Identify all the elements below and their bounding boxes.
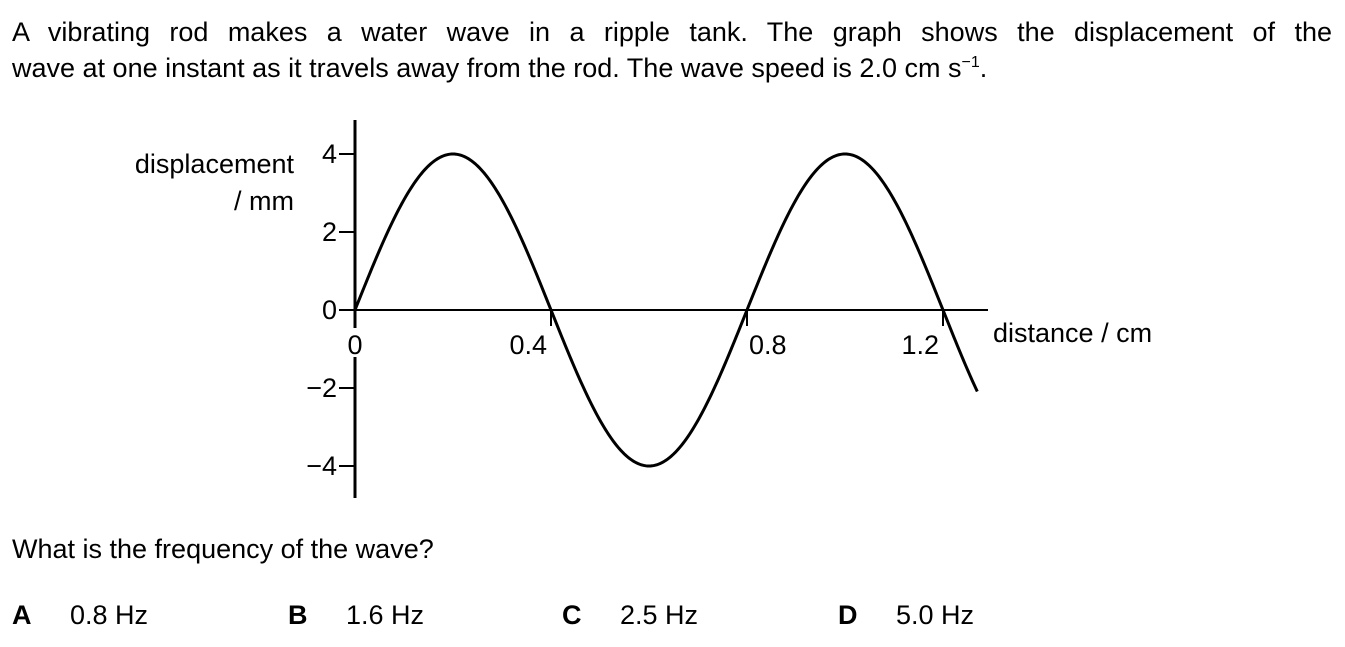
y-ticks: 4 2 0 −2 −4 <box>306 139 355 481</box>
question-stem-line-2-text: wave at one instant as it travels away f… <box>12 53 962 83</box>
option-d-text: 5.0 Hz <box>896 600 975 630</box>
x-tick-label: 0 <box>347 330 362 360</box>
y-axis-label-line-2: / mm <box>234 186 294 216</box>
option-b[interactable]: B 1.6 Hz <box>288 600 424 631</box>
option-d[interactable]: D 5.0 Hz <box>838 600 974 631</box>
option-a-text: 0.8 Hz <box>70 600 149 630</box>
x-ticks <box>354 310 944 326</box>
option-a-letter: A <box>12 600 32 630</box>
wave-series-line <box>353 152 979 468</box>
question-prompt: What is the frequency of the wave? <box>12 534 434 564</box>
y-tick-label: 4 <box>322 139 337 169</box>
question-stem-line-2-end: . <box>979 53 988 83</box>
y-tick-label: −4 <box>306 451 337 481</box>
x-tick-label: 1.2 <box>901 330 939 360</box>
x-tick-label: 0.4 <box>509 330 547 360</box>
option-c-letter: C <box>562 600 582 630</box>
option-c[interactable]: C 2.5 Hz <box>562 600 698 631</box>
option-b-letter: B <box>288 600 308 630</box>
x-axis-label: distance / cm <box>993 318 1152 348</box>
option-c-text: 2.5 Hz <box>620 600 699 630</box>
y-tick-label: 0 <box>322 295 337 325</box>
y-axis-label-line-1: displacement <box>135 149 295 179</box>
question-stem: A vibrating rod makes a water wave in a … <box>12 14 1332 86</box>
option-b-text: 1.6 Hz <box>346 600 425 630</box>
x-tick-label: 0.8 <box>749 330 787 360</box>
y-tick-label: −2 <box>306 373 337 403</box>
question-stem-line-2: wave at one instant as it travels away f… <box>12 50 1332 86</box>
x-tick-labels: 0 0.4 0.8 1.2 <box>347 330 939 360</box>
question-stem-line-1: A vibrating rod makes a water wave in a … <box>12 17 1332 47</box>
unit-exponent: −1 <box>961 54 980 71</box>
option-d-letter: D <box>838 600 858 630</box>
y-tick-label: 2 <box>322 217 337 247</box>
option-a[interactable]: A 0.8 Hz <box>12 600 148 631</box>
